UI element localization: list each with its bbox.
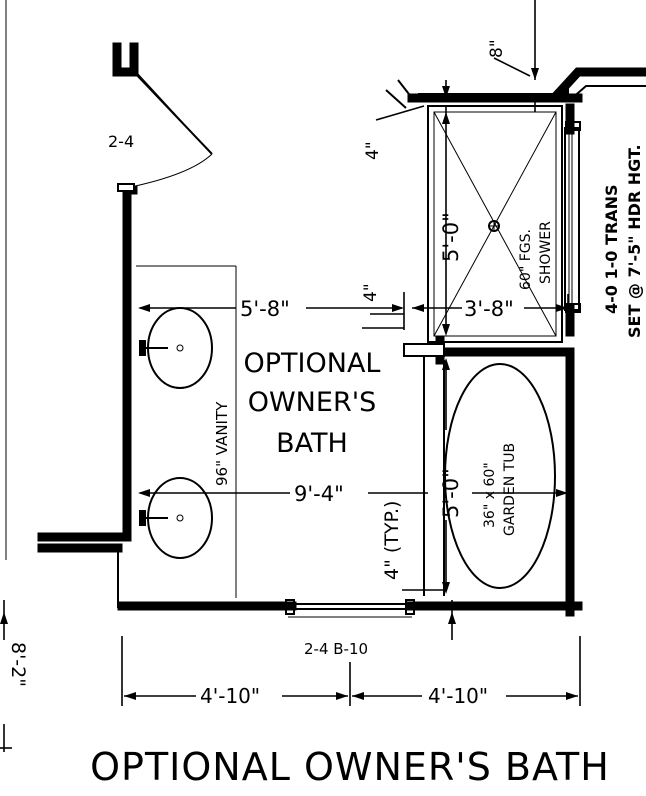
dim-5ft-tub: 5'-0" (439, 468, 463, 518)
window-transom (564, 121, 581, 313)
dim-4ft10-left: 4'-10" (200, 684, 260, 708)
dim-8in: 8" (487, 39, 507, 58)
drawing-title: OPTIONAL OWNER'S BATH (90, 745, 610, 789)
shower-label-line1: 60" FGS. (518, 229, 534, 290)
garden-tub (444, 363, 556, 589)
room-name-line2: OWNER'S (248, 387, 377, 418)
tub-label-line1: 36" x 60" (482, 462, 498, 528)
window-note-line2: SET @ 7'-5" HDR HGT. (625, 144, 644, 338)
dim-4in-typ: 4" (TYP.) (381, 501, 403, 580)
dim-9ft4: 9'-4" (294, 482, 344, 506)
dim-4in-mid: 4" (361, 283, 381, 302)
window-note-line1: 4-0 1-0 TRANS (602, 185, 621, 314)
door-label-top: 2-4 (108, 132, 134, 151)
vanity-label: 96" VANITY (213, 401, 231, 486)
walls (37, 42, 646, 617)
door-bottom (285, 599, 415, 618)
dim-4ft10-right: 4'-10" (428, 684, 488, 708)
room-name-line1: OPTIONAL (244, 348, 381, 379)
dim-4in-top: 4" (363, 141, 383, 160)
shower-pan (427, 105, 563, 343)
door-swing-top (117, 71, 213, 192)
dimension-lines (0, 0, 581, 752)
dim-5ft8: 5'-8" (240, 297, 290, 321)
shower-label-line2: SHOWER (538, 221, 554, 284)
dim-edge: 8'-2" (7, 642, 29, 687)
dim-5ft-shower: 5'-0" (439, 212, 463, 262)
room-name-line3: BATH (276, 428, 348, 459)
tub-label-line2: GARDEN TUB (502, 443, 518, 536)
dim-3ft8: 3'-8" (464, 297, 514, 321)
door-label-bottom: 2-4 B-10 (304, 640, 368, 658)
